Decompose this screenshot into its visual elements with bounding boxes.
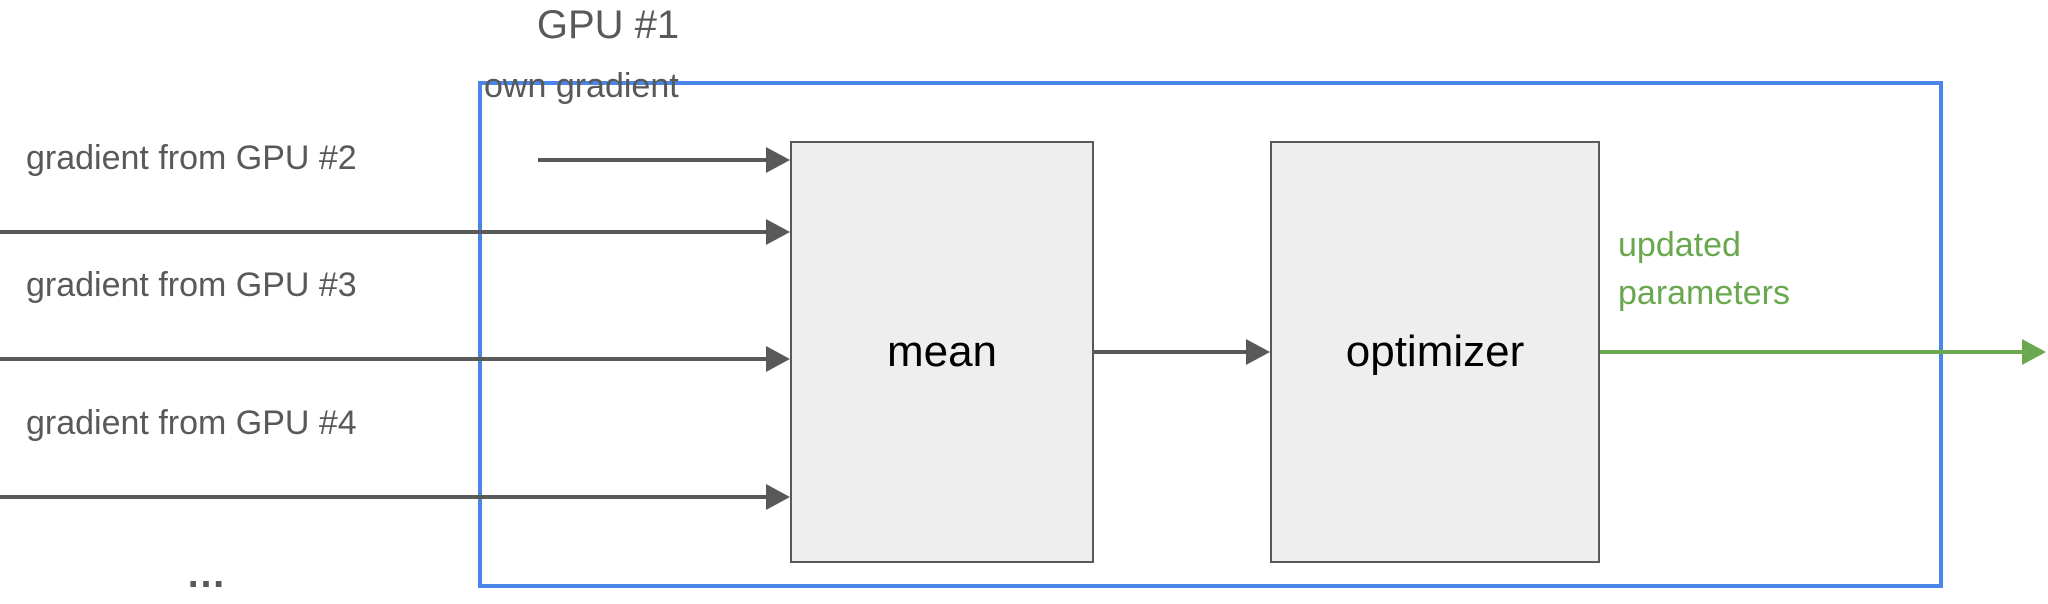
edge-label-gradient-from-gpu-2: gradient from GPU #2 — [26, 139, 357, 177]
continuation-ellipsis: … — [186, 552, 238, 596]
arrow-head-icon — [766, 219, 790, 245]
edge-label-gradient-from-gpu-4: gradient from GPU #4 — [26, 404, 357, 442]
arrow-head-icon — [766, 147, 790, 173]
group-title-gpu-1: GPU #1 — [536, 3, 680, 47]
node-optimizer-label: optimizer — [1345, 327, 1525, 376]
arrow-head-icon — [2022, 339, 2046, 365]
arrow-head-icon — [766, 484, 790, 510]
arrow-shaft — [1094, 350, 1246, 354]
arrow-shaft — [0, 230, 766, 234]
arrow-head-icon — [766, 346, 790, 372]
edge-label-updated-parameters-line-2: parameters — [1618, 274, 1790, 312]
arrow-shaft — [0, 495, 766, 499]
node-mean-label: mean — [886, 327, 998, 376]
arrow-shaft — [0, 357, 766, 361]
edge-label-gradient-from-gpu-3: gradient from GPU #3 — [26, 266, 357, 304]
edge-label-own-gradient: own gradient — [484, 67, 679, 105]
edge-label-updated-parameters-line-1: updated — [1618, 226, 1741, 264]
gpu-1-group-box — [478, 81, 1943, 588]
node-mean[interactable]: mean — [790, 141, 1094, 563]
arrow-shaft — [1600, 350, 2024, 354]
node-optimizer[interactable]: optimizer — [1270, 141, 1600, 563]
arrow-shaft — [538, 158, 766, 162]
arrow-head-icon — [1246, 339, 1270, 365]
